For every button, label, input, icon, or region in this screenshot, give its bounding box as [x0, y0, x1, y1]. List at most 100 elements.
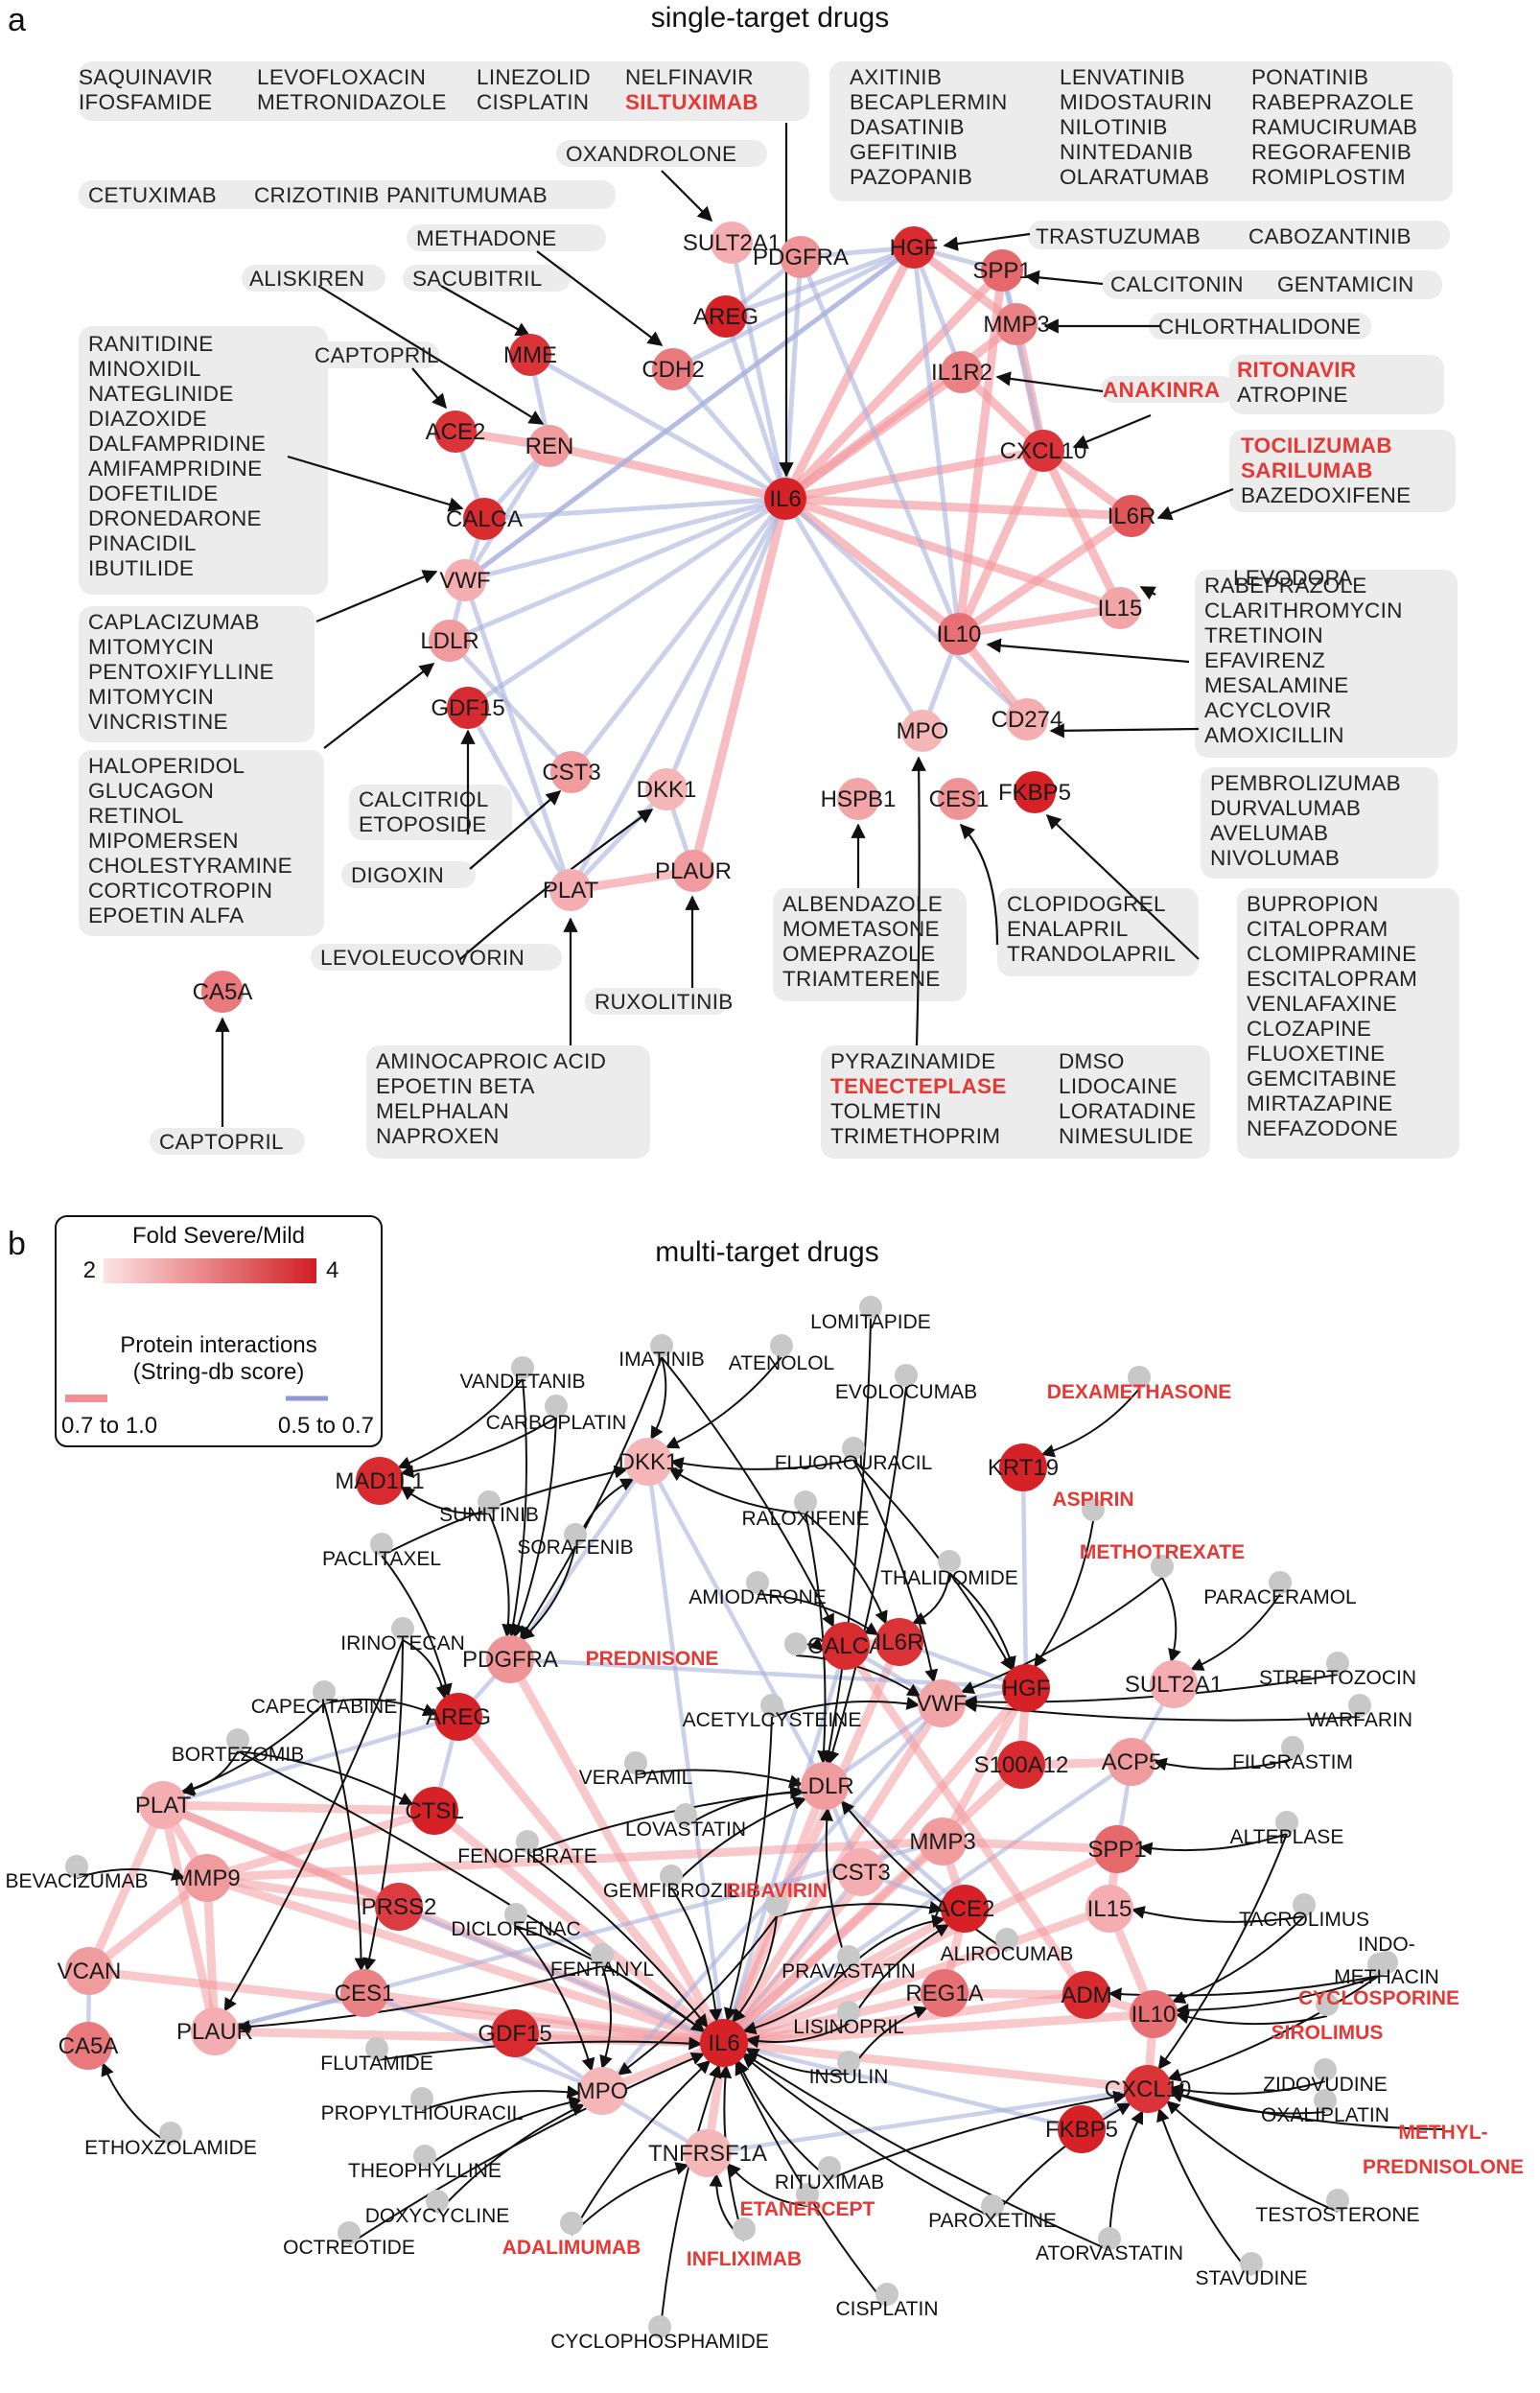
interaction-edge [447, 496, 788, 644]
protein-label-mmp9: MMP9 [174, 1865, 240, 1891]
drug-label-ibutilide: IBUTILIDE [88, 556, 194, 580]
drug-label-capecitabine: CAPECITABINE [251, 1696, 397, 1718]
protein-node-ren [528, 425, 571, 467]
drug-dot-amiodarone [746, 1571, 769, 1594]
drug-dot-acetylcysteine [760, 1694, 783, 1717]
drug-label-saquinavir: SAQUINAVIR [79, 65, 213, 89]
drug-label-aspirin: ASPIRIN [1052, 1489, 1133, 1511]
drug-target-arrow [236, 1965, 603, 2034]
drug-dot-lovastatin [674, 1803, 697, 1826]
drug-label-minoxidil: MINOXIDIL [88, 357, 201, 381]
drug-label-crizotinib: CRIZOTINIB [254, 183, 380, 207]
drug-target-arrow [1166, 2100, 1339, 2213]
drug-target-arrow [948, 1572, 1016, 1671]
drug-group-box [821, 1045, 1210, 1159]
drug-target-arrow [506, 1378, 527, 1638]
interaction-edge [798, 254, 962, 637]
interaction-edge [202, 1873, 729, 2048]
drug-dot-paclitaxel [370, 1533, 393, 1556]
protein-label-tnfrsf1a: TNFRSF1A [648, 2141, 767, 2167]
drug-dot-verapamil [624, 1751, 647, 1774]
drug-dot-aspirin [1082, 1498, 1105, 1521]
protein-label-areg: AREG [426, 1704, 491, 1730]
drug-target-arrow [776, 1901, 944, 1917]
drug-target-arrow [1024, 270, 1104, 286]
drug-label-bevacizumab: BEVACIZUMAB [6, 1870, 149, 1892]
protein-node-mad1l1 [356, 1457, 404, 1505]
drug-dot-pravastatin [837, 1945, 860, 1968]
drug-label-becaplermin: BECAPLERMIN [850, 90, 1008, 114]
drug-label-vandetanib: VANDETANIB [459, 1371, 585, 1393]
protein-node-il1r2 [941, 351, 983, 393]
protein-node-s100a12 [997, 1741, 1045, 1789]
protein-label-hgf: HGF [890, 235, 939, 261]
drug-label-pyrazinamide: PYRAZINAMIDE [830, 1049, 995, 1073]
protein-node-mpo [901, 710, 944, 752]
protein-label-ace2: ACE2 [935, 1896, 995, 1922]
drug-target-arrow [723, 1716, 773, 2022]
drug-dot-oxaliplatin [1314, 2089, 1337, 2112]
protein-label-ldlr: LDLR [420, 628, 478, 654]
drug-label-cabozantinib: CABOZANTINIB [1248, 224, 1412, 248]
drug-target-arrow [742, 2053, 1110, 2251]
interaction-edge [911, 245, 962, 637]
drug-label-diclofenac: DICLOFENAC [451, 1918, 580, 1940]
drug-dot-lisinopril [837, 2001, 860, 2024]
drug-label-trastuzumab: TRASTUZUMAB [1036, 224, 1201, 248]
drug-label-naproxen: NAPROXEN [376, 1124, 500, 1148]
drug-dot-raloxifene [794, 1490, 817, 1513]
drug-dot-insulin [837, 2051, 860, 2074]
drug-label-adalimumab: ADALIMUMAB [502, 2237, 642, 2259]
drug-label-tolmetin: TOLMETIN [830, 1099, 942, 1123]
interaction-edge [938, 1683, 1031, 1846]
interaction-edge [202, 1873, 220, 2036]
drug-label-captopril: CAPTOPRIL [315, 343, 439, 367]
protein-label-cst3: CST3 [542, 760, 600, 786]
protein-label-ca5a: CA5A [58, 2033, 119, 2059]
drug-label-rabeprazole: RABEPRAZOLE [1251, 90, 1414, 114]
drug-label-captopril: CAPTOPRIL [159, 1130, 284, 1154]
legend-fold-gradient [104, 1258, 316, 1283]
interaction-edge [781, 494, 964, 639]
drug-label-imatinib: IMATINIB [618, 1349, 704, 1371]
interaction-edge [719, 1637, 904, 2048]
drug-label-mesalamine: MESALAMINE [1204, 673, 1349, 697]
drug-target-arrow [959, 823, 999, 946]
drug-label-axitinib: AXITINIB [850, 65, 942, 89]
protein-node-mmp3 [995, 303, 1038, 345]
drug-dot-dexamethasone [1128, 1366, 1151, 1389]
drug-target-arrow [1040, 1388, 1140, 1458]
drug-dot-evolocumab [895, 1364, 918, 1387]
drug-target-arrow [732, 1915, 778, 2023]
drug-label-pentoxifylline: PENTOXIFYLLINE [88, 660, 274, 684]
protein-label-krt19: KRT19 [988, 1455, 1059, 1481]
protein-label-prss2: PRSS2 [362, 1894, 437, 1920]
interaction-edge [721, 1759, 1134, 2046]
drug-target-arrow [1139, 586, 1156, 600]
drug-group-box [1229, 355, 1444, 414]
drug-label-streptozocin: STREPTOZOCIN [1259, 1667, 1416, 1689]
drug-label-dexamethasone: DEXAMETHASONE [1047, 1381, 1232, 1403]
interaction-edge [670, 366, 788, 502]
panel-b-drug-dots [65, 1296, 1398, 2338]
drug-label-evolocumab: EVOLOCUMAB [835, 1381, 977, 1403]
protein-node-hgf [1002, 1664, 1050, 1712]
drug-target-arrow [381, 1465, 628, 1557]
drug-label-testosterone: TESTOSTERONE [1255, 2204, 1419, 2226]
drug-label-pembrolizumab: PEMBROLIZUMAB [1210, 771, 1401, 795]
drug-label-clomipramine: CLOMIPRAMINE [1247, 942, 1416, 966]
drug-label-zidovudine: ZIDOVUDINE [1263, 2074, 1388, 2096]
drug-label-lomitapide: LOMITAPIDE [810, 1311, 931, 1333]
protein-label-cst3: CST3 [831, 1860, 890, 1886]
drug-label-tocilizumab: TOCILIZUMAB [1241, 434, 1392, 457]
protein-node-plaur [672, 850, 714, 892]
protein-label-ces1: CES1 [335, 1981, 395, 2006]
drug-label-paclitaxel: PACLITAXEL [322, 1548, 441, 1570]
protein-label-ren: REN [525, 434, 574, 459]
drug-label-lisinopril: LISINOPRIL [793, 2016, 904, 2038]
drug-dot-testosterone [1326, 2189, 1349, 2212]
drug-dot-carboplatin [545, 1395, 568, 1418]
drug-label-enalapril: ENALAPRIL [1007, 917, 1129, 941]
drug-target-arrow [805, 1513, 888, 1625]
drug-label-romiplostim: ROMIPLOSTIM [1251, 165, 1406, 189]
